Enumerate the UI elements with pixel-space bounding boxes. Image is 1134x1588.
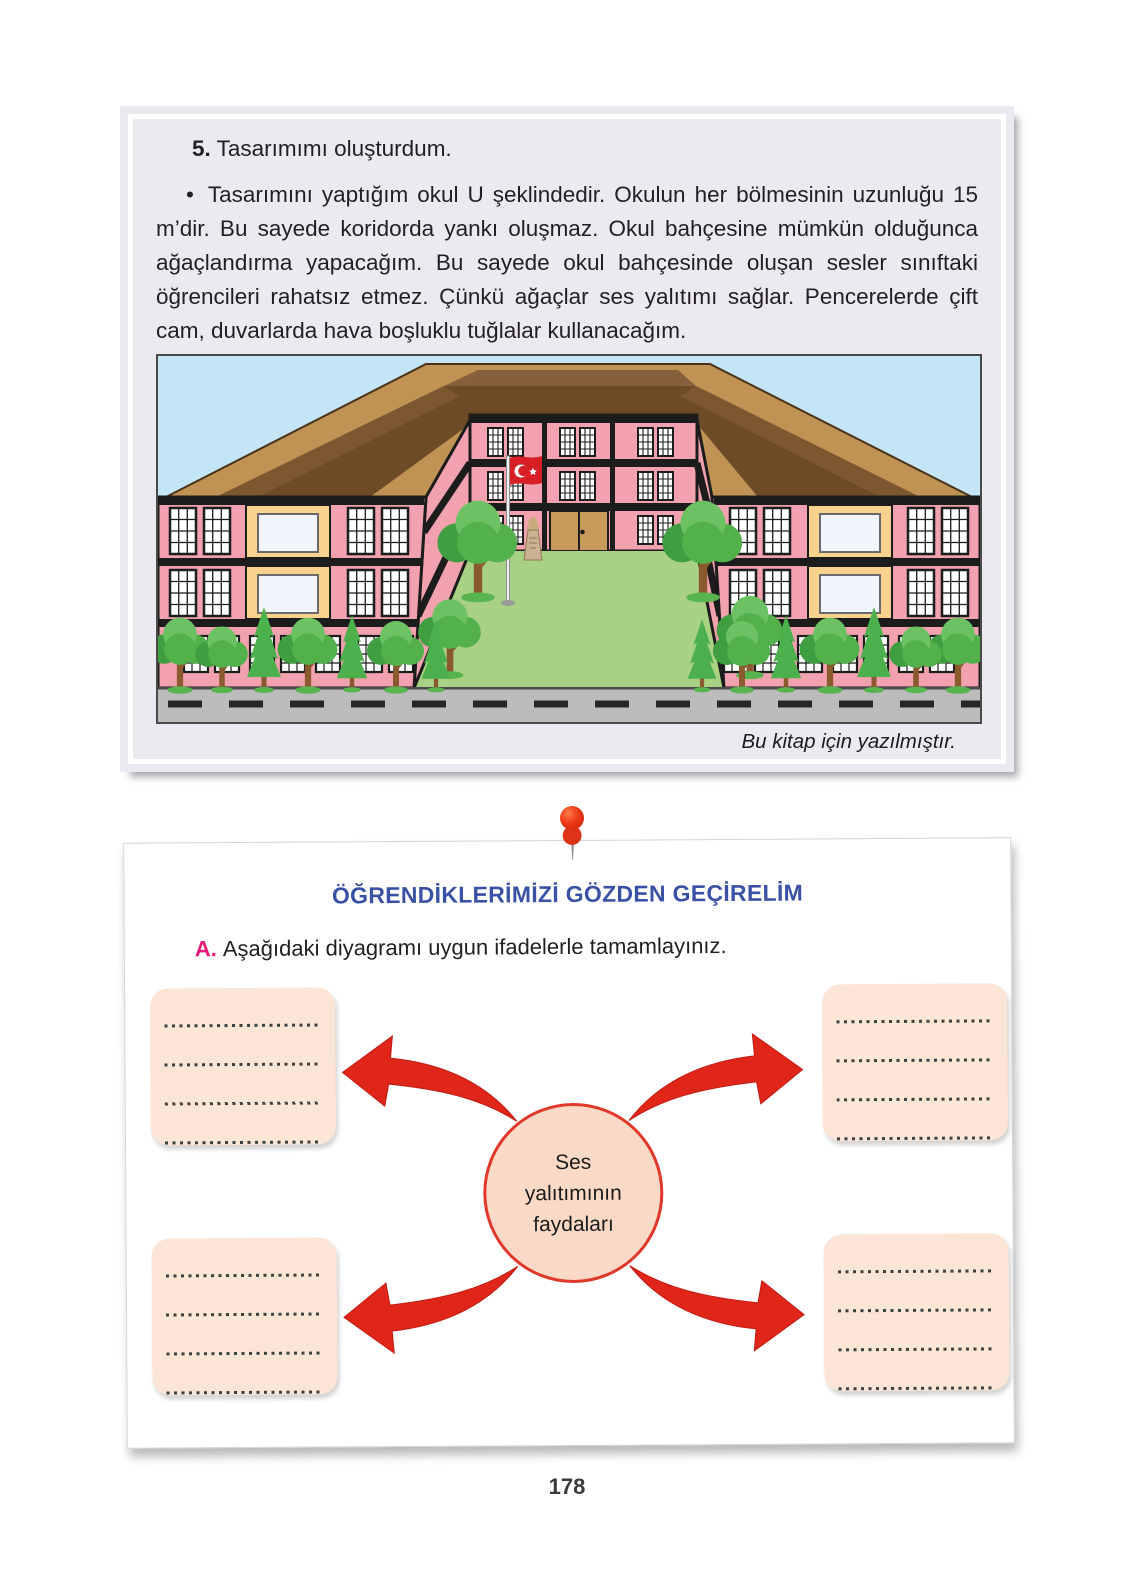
answer-line <box>166 1312 324 1317</box>
pushpin-icon <box>560 805 585 860</box>
answer-line <box>165 1273 323 1278</box>
diagram-center-circle: Ses yalıtımının faydaları <box>482 1102 664 1284</box>
center-label-line: Ses <box>554 1150 592 1174</box>
design-panel: 5. Tasarımımı oluşturdum. •Tasarımını ya… <box>120 106 1014 772</box>
center-label-line: yalıtımının <box>524 1181 622 1205</box>
arrow-top-left <box>341 1034 518 1123</box>
panel-content: 5. Tasarımımı oluşturdum. •Tasarımını ya… <box>120 106 1014 754</box>
school-illustration-wrap <box>156 354 982 724</box>
illustration-caption: Bu kitap için yazılmıştır. <box>741 730 956 753</box>
review-card: ÖĞRENDİKLERİMİZİ GÖZDEN GEÇİRELİM A.Aşağ… <box>123 805 1015 1449</box>
arrow-bottom-right <box>629 1264 805 1353</box>
answer-box-top-right <box>822 983 1008 1142</box>
answer-line <box>837 1269 995 1274</box>
answer-line <box>166 1390 324 1395</box>
arrow-bottom-left <box>343 1265 519 1354</box>
step-number: 5. <box>192 136 211 161</box>
answer-line <box>836 1136 994 1141</box>
page-number: 178 <box>548 1474 586 1499</box>
answer-line <box>838 1308 996 1313</box>
answer-line <box>166 1351 324 1356</box>
turkish-flag-icon <box>510 456 542 485</box>
design-paragraph: •Tasarımını yaptığım okul U şeklindedir.… <box>156 178 978 348</box>
review-instruction: A.Aşağıdaki diyagramı uygun ifadelerle t… <box>195 931 1011 962</box>
ataturk-statue <box>523 517 543 561</box>
answer-line <box>164 1062 322 1067</box>
design-paragraph-text: Tasarımını yaptığım okul U şeklindedir. … <box>156 182 978 343</box>
answer-line <box>838 1347 996 1352</box>
answer-line <box>836 1058 994 1063</box>
answer-box-top-left <box>150 987 337 1146</box>
road <box>158 687 980 722</box>
answer-line <box>164 1140 322 1145</box>
section-label: A. <box>194 936 217 962</box>
step-title: Tasarımımı oluşturdum. <box>216 136 452 161</box>
review-title: ÖĞRENDİKLERİMİZİ GÖZDEN GEÇİRELİM <box>331 879 804 909</box>
entrance-door <box>549 510 609 552</box>
school-illustration <box>156 354 982 724</box>
step-heading: 5. Tasarımımı oluşturdum. <box>192 134 978 164</box>
answer-box-bottom-left <box>151 1237 338 1396</box>
answer-box-bottom-right <box>823 1233 1010 1392</box>
answer-line <box>836 1019 994 1024</box>
answer-line <box>164 1023 322 1028</box>
bullet-icon: • <box>186 182 194 207</box>
answer-line <box>164 1101 322 1106</box>
center-label-line: faydaları <box>533 1212 614 1236</box>
arrow-top-right <box>627 1033 804 1122</box>
answer-line <box>836 1097 994 1102</box>
courtyard-grass <box>414 551 724 688</box>
answer-line <box>838 1386 996 1391</box>
instruction-text: Aşağıdaki diyagramı uygun ifadelerle tam… <box>222 933 727 962</box>
